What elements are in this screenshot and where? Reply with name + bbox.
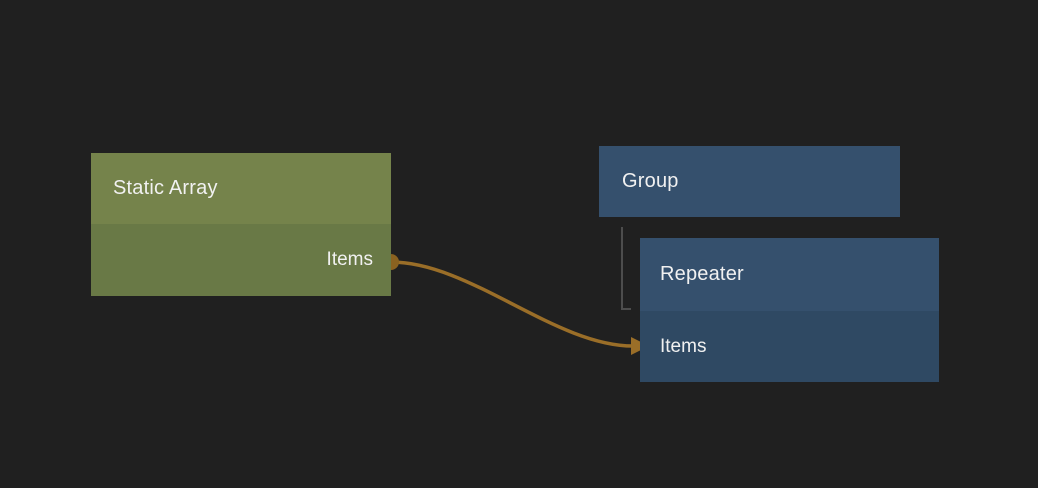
node-repeater-title: Repeater: [660, 263, 744, 285]
node-static-array-header[interactable]: Static Array: [91, 153, 391, 224]
node-static-array-output-row[interactable]: Items: [91, 224, 391, 296]
connection-wire[interactable]: [390, 260, 649, 355]
node-static-array[interactable]: Static Array Items: [91, 153, 391, 296]
node-group-header[interactable]: Group: [599, 146, 900, 217]
input-port-label-items: Items: [660, 335, 707, 357]
output-port-label-items: Items: [326, 249, 373, 270]
node-group-title: Group: [622, 170, 679, 192]
connection-wire-curve[interactable]: [390, 260, 634, 348]
node-group[interactable]: Group: [599, 146, 900, 217]
node-repeater-input-row[interactable]: Items: [640, 311, 939, 382]
node-static-array-title: Static Array: [113, 177, 218, 199]
node-repeater[interactable]: Repeater Items: [640, 238, 939, 382]
node-repeater-header[interactable]: Repeater: [640, 238, 939, 311]
hierarchy-connector-line: [621, 227, 631, 310]
